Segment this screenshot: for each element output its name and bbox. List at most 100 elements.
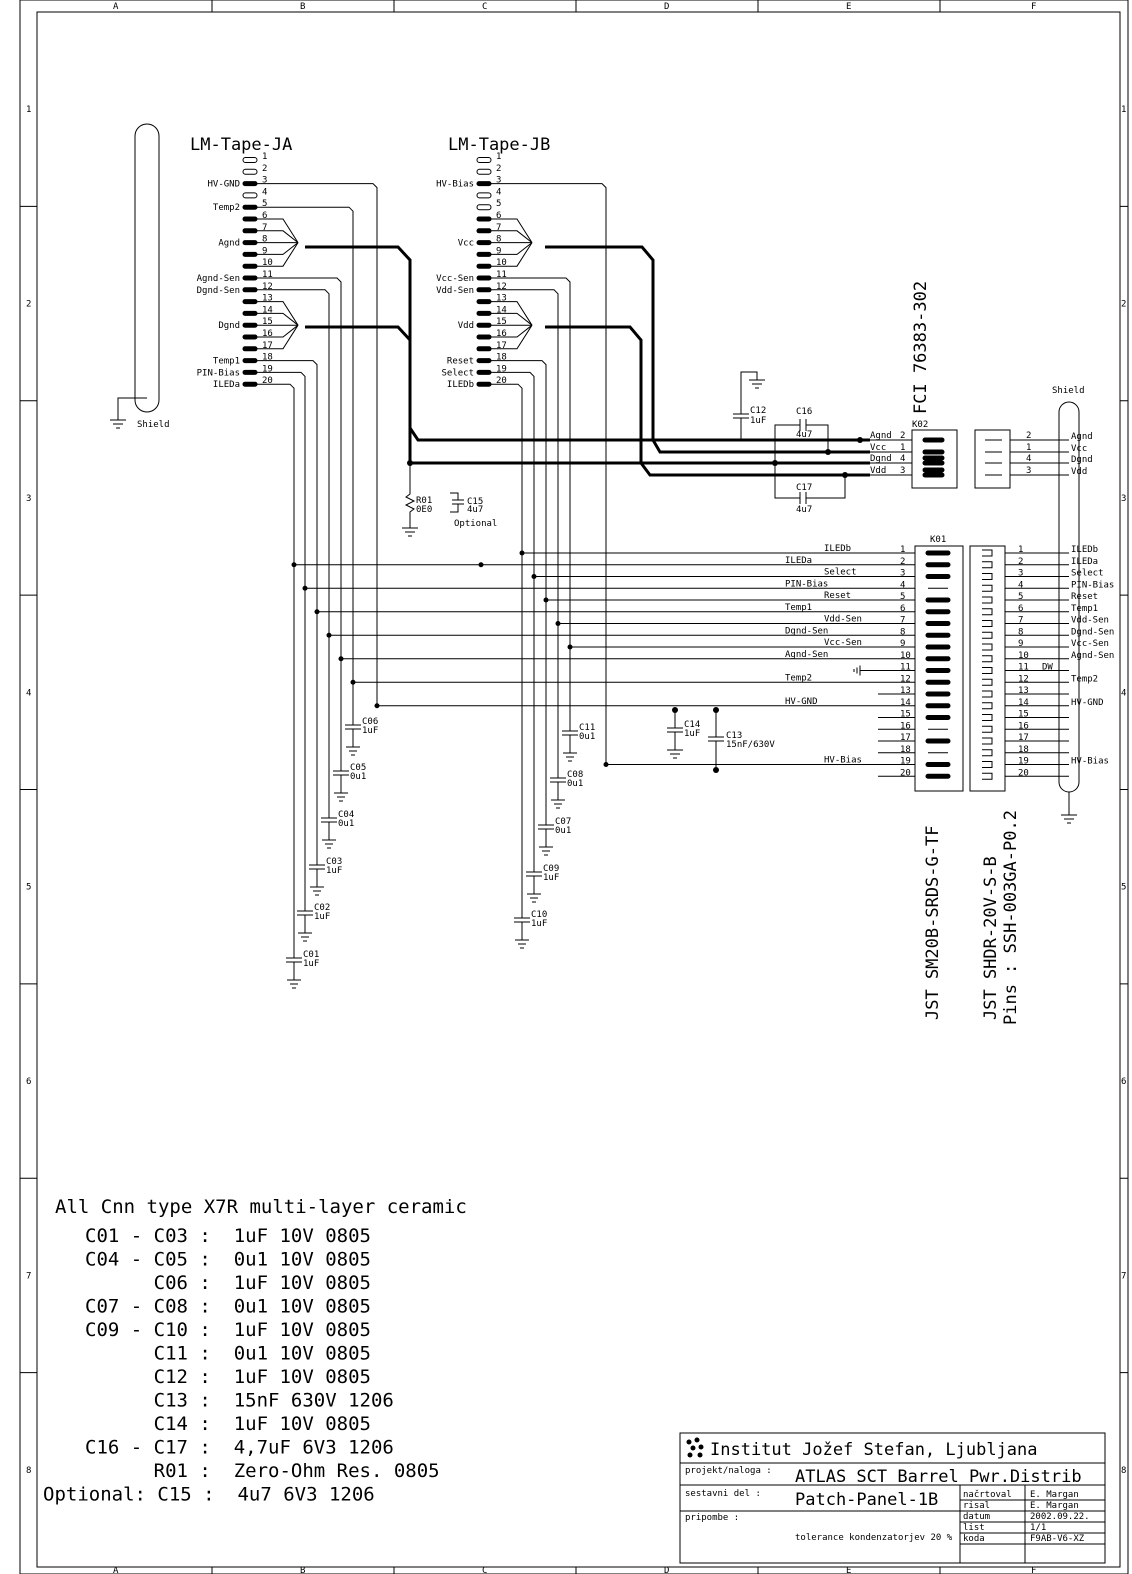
title-block: Institut Jožef Stefan, Ljubljana projekt… (679, 1432, 1106, 1564)
jst-net-label: PIN-Bias (1071, 580, 1114, 590)
connector-k01: K01 JST SM20B-SRDS-G-TF 1ILEDb2ILEDa3Sel… (785, 535, 964, 1020)
title-row-key: načrtoval (963, 1489, 1012, 1500)
bom-line: C01 - C03 : 1uF 10V 0805 (85, 1225, 371, 1247)
tape-pin-number: 9 (496, 246, 501, 256)
tape-pin-number: 16 (496, 329, 507, 339)
shield-left: Shield (110, 123, 170, 430)
svg-text:C15: C15 (467, 497, 483, 507)
k02-net-label: Agnd (870, 431, 892, 441)
jst-pin-number: 13 (1018, 686, 1029, 696)
svg-text:1uF: 1uF (684, 729, 700, 739)
cap-c16: C16 4u7 (774, 407, 829, 463)
jst-pin-number: 10 (1018, 651, 1029, 661)
k01-pin-number: 14 (900, 698, 911, 708)
tape-pin-number: 4 (496, 187, 501, 197)
svg-text:sestavni del :: sestavni del : (685, 1489, 761, 1499)
jst-net-label: ILEDb (1071, 545, 1098, 555)
jst-net-label: Vdd-Sen (1071, 616, 1109, 626)
jst-pin-number: 16 (1018, 721, 1029, 731)
bom-line: R01 : Zero-Ohm Res. 0805 (85, 1460, 440, 1482)
shield-left-label: Shield (137, 420, 170, 430)
tape-pin-number: 3 (496, 176, 501, 186)
row-label-left: 7 (26, 1271, 31, 1281)
tape-net-label: PIN-Bias (197, 368, 240, 378)
ijs-logo-icon (686, 1437, 704, 1458)
svg-text:4u7: 4u7 (796, 505, 812, 515)
cap-ref: C10 (531, 910, 547, 920)
tape-net-label: Vdd-Sen (436, 286, 474, 296)
tape-pin-number: 15 (262, 317, 273, 327)
col-label-top: D (664, 2, 669, 12)
title-row-value: 2002.09.22. (1030, 1512, 1090, 1522)
bom-line: C13 : 15nF 630V 1206 (85, 1390, 394, 1412)
cap-ref: C09 (543, 864, 559, 874)
tape-pin (242, 192, 258, 199)
jst-pin-number: 4 (1018, 580, 1023, 590)
k02-right-pin: 1 (1026, 443, 1031, 453)
jst-pin-number: 1 (1018, 545, 1023, 555)
title-row-key: koda (963, 1534, 985, 1544)
title-row-value: F9AB-V6-XZ (1030, 1534, 1085, 1544)
svg-text:FCI 76383-302: FCI 76383-302 (911, 281, 931, 414)
cap-value: 1uF (543, 873, 559, 883)
svg-text:pripombe :: pripombe : (685, 1513, 739, 1523)
signal-wires (257, 183, 878, 767)
k01-net-label: Vdd-Sen (824, 615, 862, 625)
tape-pin-number: 14 (496, 305, 507, 315)
col-label-top: B (300, 2, 305, 12)
svg-text:C12: C12 (750, 406, 766, 416)
tape-pin-number: 17 (262, 341, 273, 351)
svg-text:Optional: Optional (454, 519, 497, 529)
jst-pin-number: 8 (1018, 627, 1023, 637)
bom-line: C06 : 1uF 10V 0805 (85, 1272, 371, 1294)
tape-pin-number: 3 (262, 176, 267, 186)
jst-net-label: Temp2 (1071, 674, 1098, 684)
tape-pin-number: 1 (262, 152, 267, 162)
row-label-right: 1 (1121, 105, 1126, 115)
tape-pin-number: 10 (496, 258, 507, 268)
row-label-right: 8 (1121, 1466, 1126, 1476)
cap-value: 1uF (531, 919, 547, 929)
k01-pin-number: 13 (900, 686, 911, 696)
svg-text:C13: C13 (726, 731, 742, 741)
tape-pin-number: 11 (496, 270, 507, 280)
tape-pin-number: 16 (262, 329, 273, 339)
k01-pin-number: 4 (900, 580, 905, 590)
decoupling-caps: C061uFC050u1C040u1C031uFC021uFC011uFC110… (286, 553, 595, 989)
tape-net-label: Select (441, 368, 474, 378)
cap-value: 0u1 (555, 826, 571, 836)
k02-pin-number: 4 (900, 454, 905, 464)
tape-pin-number: 4 (262, 187, 267, 197)
col-label-bottom: A (113, 1566, 119, 1574)
tape-pin-number: 13 (496, 294, 507, 304)
tape-pin (242, 168, 258, 175)
cap-ref: C11 (579, 723, 595, 733)
tape-net-label: HV-GND (207, 180, 240, 190)
title-row-key: risal (963, 1501, 990, 1511)
tape-pin-number: 2 (262, 164, 267, 174)
tape-pin (476, 204, 492, 211)
svg-text:ATLAS SCT Barrel Pwr.Distrib: ATLAS SCT Barrel Pwr.Distrib (795, 1467, 1082, 1487)
tape-pin-number: 8 (496, 235, 501, 245)
tape-net-label: HV-Bias (436, 180, 474, 190)
col-label-top: C (482, 2, 487, 12)
tape-net-label: Dgnd-Sen (197, 286, 240, 296)
tape-pin-number: 15 (496, 317, 507, 327)
title-row-value: 1/1 (1030, 1523, 1046, 1533)
tape-net-label: ILEDb (447, 380, 474, 390)
col-label-top: E (846, 2, 851, 12)
cap-value: 1uF (303, 959, 319, 969)
tape-pin-number: 5 (496, 199, 501, 209)
tape-net-label: Vdd (458, 321, 474, 331)
tape-pin-number: 6 (496, 211, 501, 221)
tape-pin (476, 168, 492, 175)
k01-pin-number: 1 (900, 545, 905, 555)
k02-right-pin: 4 (1026, 454, 1031, 464)
bom-line: C04 - C05 : 0u1 10V 0805 (85, 1249, 371, 1271)
k01-net-label: Select (824, 568, 857, 578)
tape-pin (242, 157, 258, 163)
tape-net-label: Agnd-Sen (197, 274, 240, 284)
bom-line: C07 - C08 : 0u1 10V 0805 (85, 1296, 371, 1318)
tape-pin-number: 13 (262, 294, 273, 304)
